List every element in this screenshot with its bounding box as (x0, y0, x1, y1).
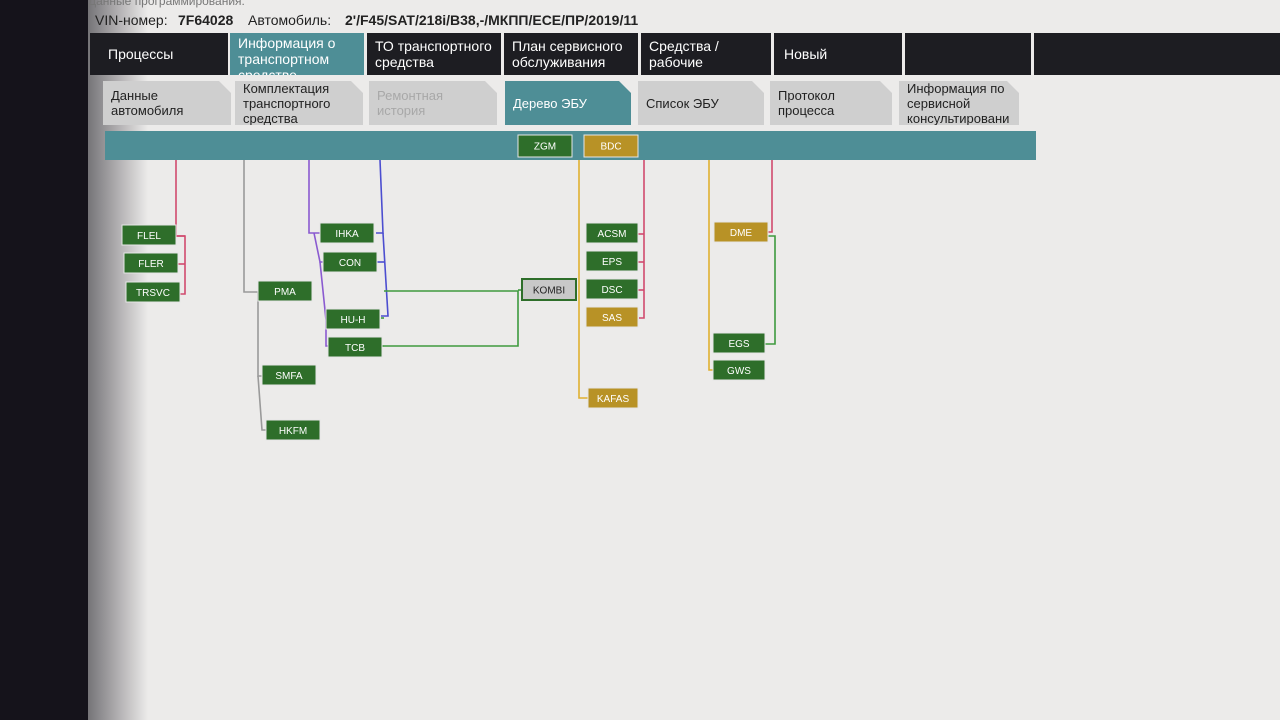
subtab-service-consulting[interactable]: Информация по сервисной консультировани (899, 81, 1019, 125)
svg-text:ACSM: ACSM (598, 229, 627, 240)
svg-text:EPS: EPS (602, 257, 622, 268)
svg-text:GWS: GWS (727, 366, 751, 377)
subtab-ecu-tree[interactable]: Дерево ЭБУ (505, 81, 631, 125)
ecu-gws[interactable]: GWS (712, 359, 766, 381)
svg-text:KOMBI: KOMBI (533, 286, 565, 297)
ecu-eps[interactable]: EPS (585, 250, 639, 272)
subtab-repair-history[interactable]: Ремонтная история (369, 81, 497, 125)
tab-empty-1[interactable] (905, 33, 1031, 75)
ecu-zgm[interactable]: ZGM (517, 134, 573, 158)
svg-text:ZGM: ZGM (534, 142, 556, 153)
tab-fluids[interactable]: Средства / рабочие жидкости (641, 33, 771, 75)
vin-value: 7F64028 (178, 12, 234, 28)
svg-text:HU-H: HU-H (341, 315, 366, 326)
ecu-tree-diagram: FLEL FLER TRSVC PMA SMFA HKFM IHKA CON H… (121, 160, 776, 441)
svg-text:HKFM: HKFM (279, 426, 307, 437)
svg-text:PMA: PMA (274, 287, 296, 298)
svg-text:SMFA: SMFA (275, 371, 303, 382)
ecu-dsc[interactable]: DSC (585, 278, 639, 300)
svg-text:DSC: DSC (601, 285, 622, 296)
svg-text:TRSVC: TRSVC (136, 288, 170, 299)
svg-text:CON: CON (339, 258, 361, 269)
ecu-fler[interactable]: FLER (123, 252, 179, 274)
svg-text:EGS: EGS (728, 339, 749, 350)
svg-text:FLEL: FLEL (137, 231, 161, 242)
subtab-process-log[interactable]: Протокол процесса (770, 81, 892, 125)
svg-text:TCB: TCB (345, 343, 365, 354)
car-label: Автомобиль: (248, 12, 332, 28)
tab-vehicle-service[interactable]: ТО транспортного средства (367, 33, 501, 75)
ecu-dme[interactable]: DME (713, 221, 769, 243)
subtab-vehicle-data[interactable]: Данные автомобиля (103, 81, 231, 125)
tab-processes[interactable]: Процессы (90, 33, 228, 75)
subtab-vehicle-equipment[interactable]: Комплектация транспортного средства (235, 81, 363, 125)
car-value: 2'/F45/SAT/218i/B38,-/МКПП/ECE/ПР/2019/1… (345, 12, 639, 28)
svg-text:SAS: SAS (602, 313, 622, 324)
ecu-ihka[interactable]: IHKA (319, 222, 375, 244)
svg-text:BDC: BDC (600, 142, 621, 153)
svg-text:FLER: FLER (138, 259, 164, 270)
programming-data-label: Данные программирования: (88, 0, 245, 8)
ecu-egs[interactable]: EGS (712, 332, 766, 354)
subtab-ecu-list[interactable]: Список ЭБУ (638, 81, 764, 125)
tab-new[interactable]: Новый (774, 33, 902, 75)
svg-text:KAFAS: KAFAS (597, 394, 630, 405)
ecu-smfa[interactable]: SMFA (261, 364, 317, 386)
ecu-kombi[interactable]: KOMBI (521, 278, 577, 301)
top-ecu-row: ZGM BDC (517, 134, 639, 158)
ecu-kafas[interactable]: KAFAS (587, 387, 639, 409)
ecu-flel[interactable]: FLEL (121, 224, 177, 246)
tab-service-plan[interactable]: План сервисного обслуживания (504, 33, 638, 75)
bus-lines (175, 160, 776, 431)
ecu-con[interactable]: CON (322, 251, 378, 273)
ecu-hu-h[interactable]: HU-H (325, 308, 381, 330)
svg-text:IHKA: IHKA (335, 229, 359, 240)
ecu-bdc[interactable]: BDC (583, 134, 639, 158)
ecu-trsvc[interactable]: TRSVC (125, 281, 181, 303)
tab-vehicle-info[interactable]: Информация о транспортном средстве (230, 33, 364, 75)
svg-text:DME: DME (730, 228, 753, 239)
tab-empty-2[interactable] (1034, 33, 1280, 75)
ecu-hkfm[interactable]: HKFM (265, 419, 321, 441)
ecu-sas[interactable]: SAS (585, 306, 639, 328)
ecu-tcb[interactable]: TCB (327, 336, 383, 358)
ecu-pma[interactable]: PMA (257, 280, 313, 302)
vin-label: VIN-номер: (95, 12, 168, 28)
ecu-acsm[interactable]: ACSM (585, 222, 639, 244)
